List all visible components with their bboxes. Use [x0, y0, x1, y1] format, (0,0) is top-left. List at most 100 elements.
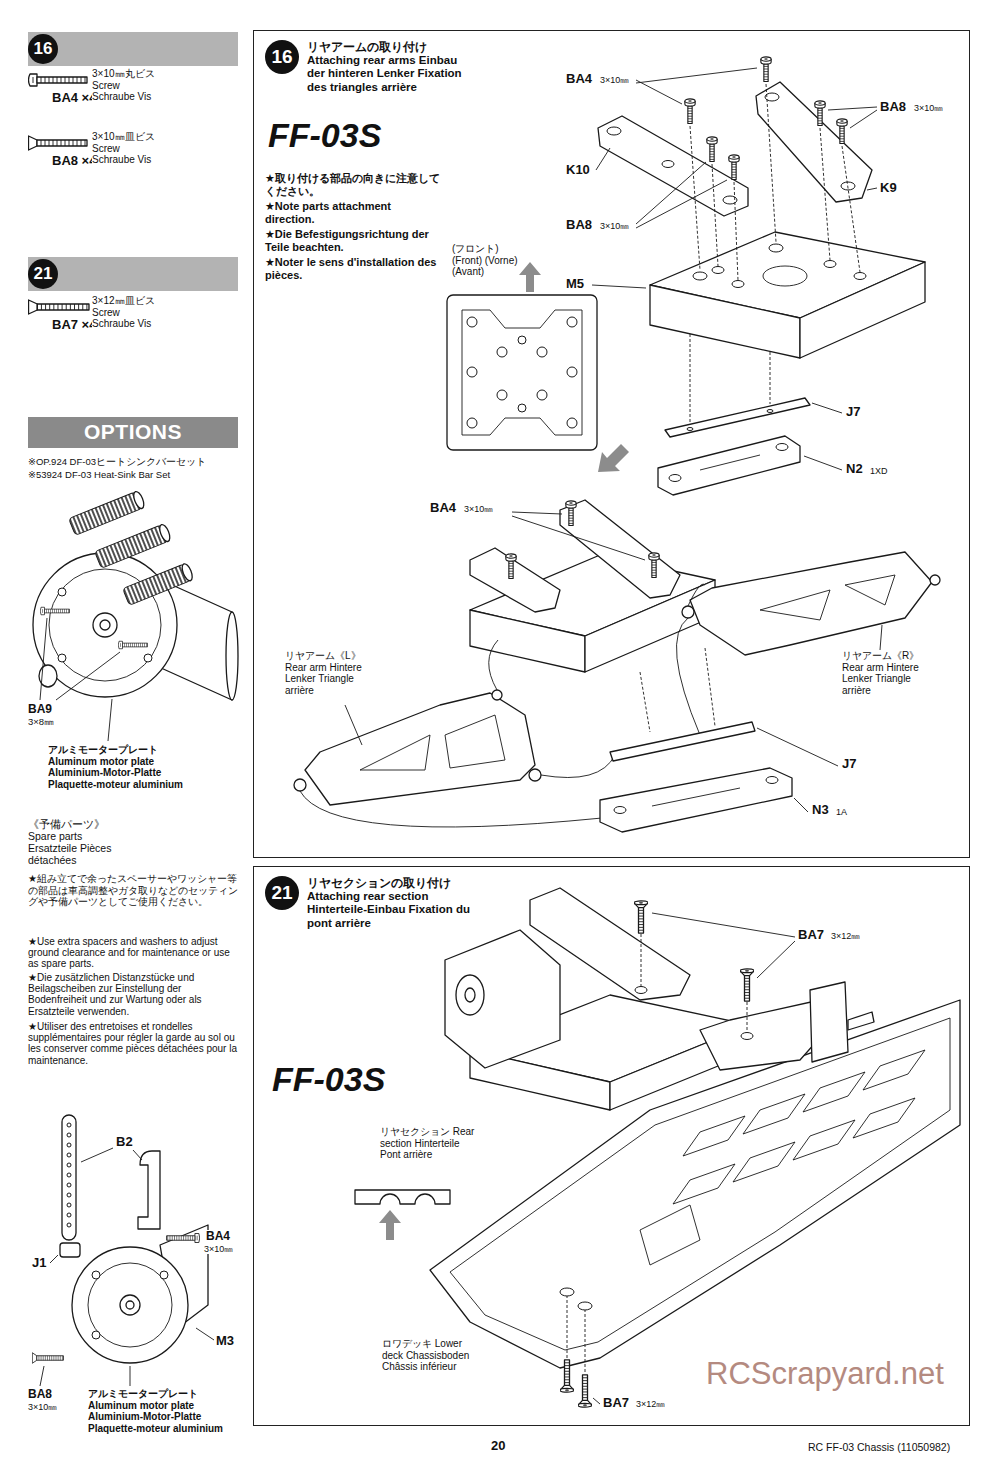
label-anchor: BA7 [603, 1396, 629, 1411]
label-anchor: 《予備パーツ》 Spare parts Ersatzteile Pièces d… [28, 818, 120, 866]
part-marking: 1XD [870, 466, 888, 476]
label-anchor: 3×12㎜皿ビス Screw Schraube Vis [92, 295, 156, 330]
label-anchor: ★Note parts attachment direction. [265, 200, 443, 225]
label-anchor: J7 [846, 405, 860, 420]
part-code: J7 [846, 405, 860, 420]
label-anchor: ★取り付ける部品の向きに注意してください。 [265, 172, 443, 197]
part-code: M5 [566, 277, 584, 292]
label-anchor: N3 [812, 803, 829, 818]
label-anchor: BA8 [566, 218, 592, 233]
part-spec: 3×12㎜皿ビス Screw Schraube Vis [92, 295, 156, 330]
part-code: BA4 [566, 72, 592, 87]
step-title: リヤセクションの取り付け Attaching rear section Hint… [307, 877, 472, 930]
options-bar: OPTIONS [28, 417, 238, 448]
manual-footer: RC FF-03 Chassis (11050982) [808, 1441, 950, 1453]
label-anchor: ★Die zusätzlichen Distanzstücke und Beil… [28, 972, 240, 1017]
part-name: リヤアーム《L》 Rear arm Hintere Lenker Triangl… [285, 650, 367, 696]
label-anchor: FF-03S [272, 1060, 385, 1099]
label-anchor: BA8 ×4 [52, 154, 96, 169]
label-anchor: BA9 [28, 703, 52, 717]
label-anchor: アルミモータープレート Aluminum motor plate Alumini… [48, 744, 193, 790]
label-anchor: 3×10㎜ [600, 221, 629, 231]
part-name: アルミモータープレート Aluminum motor plate Alumini… [48, 744, 193, 790]
direction-label: (フロント) (Front) (Vorne) (Avant) [452, 243, 518, 278]
label-anchor: リヤアーム《L》 Rear arm Hintere Lenker Triangl… [285, 650, 367, 696]
label-anchor: ※53924 DF-03 Heat-Sink Bar Set [28, 470, 170, 481]
note-text: ★組み立てで余ったスペーサーやワッシャー等の部品は車高調整やガタ取りなどのセッテ… [28, 873, 240, 908]
part-size: 3×8㎜ [28, 717, 54, 728]
watermark: RCScrapyard.net [706, 1356, 944, 1392]
label-anchor: BA4 ×4 [52, 91, 96, 106]
part-size: 3×10㎜ [28, 1402, 57, 1412]
option-note: ※OP.924 DF-03ヒートシンクバーセット [28, 457, 206, 468]
part-spec: 3×10㎜皿ビス Screw Schraube Vis [92, 131, 156, 166]
part-code: M3 [216, 1334, 234, 1349]
options-heading: OPTIONS [84, 420, 182, 444]
label-anchor: ロワデッキ Lower deck Chassisboden Châssis in… [382, 1338, 482, 1373]
label-anchor: 1XD [870, 466, 888, 476]
label-anchor: J1 [32, 1256, 46, 1271]
note-text: ★Die zusätzlichen Distanzstücke und Beil… [28, 972, 240, 1017]
model-badge: FF-03S [272, 1060, 385, 1099]
label-anchor: K10 [566, 163, 590, 178]
label-anchor: M3 [216, 1334, 234, 1349]
step-title: リヤアームの取り付け Attaching rear arms Einbau de… [307, 41, 472, 94]
part-name: リヤアーム《R》 Rear arm Hintere Lenker Triangl… [842, 650, 924, 696]
label-anchor: リヤアーム《R》 Rear arm Hintere Lenker Triangl… [842, 650, 924, 696]
label-anchor: BA7 [798, 928, 824, 943]
label-anchor: 3×10㎜丸ビス Screw Schraube Vis [92, 68, 156, 103]
step-number: 16 [28, 34, 58, 64]
part-code: N2 [846, 462, 863, 477]
step-number: 16 [265, 40, 299, 74]
label-anchor: 1A [836, 807, 847, 817]
part-name: ロワデッキ Lower deck Chassisboden Châssis in… [382, 1338, 482, 1373]
label-anchor: 3×10㎜ [464, 504, 493, 514]
label-anchor: ★Die Befestigungsrichtung der Teile beac… [265, 228, 443, 253]
note-text: ★Utiliser des entretoises et rondelles s… [28, 1021, 240, 1066]
part-code: BA4 ×4 [52, 91, 96, 106]
step-number: 21 [265, 876, 299, 910]
note-text: ★Die Befestigungsrichtung der Teile beac… [265, 228, 443, 253]
label-anchor: N2 [846, 462, 863, 477]
label-anchor: BA8 [28, 1388, 52, 1402]
part-spec: 3×10㎜丸ビス Screw Schraube Vis [92, 68, 156, 103]
part-code: J7 [842, 757, 856, 772]
label-anchor: B2 [116, 1135, 133, 1150]
part-name: リヤセクション Rear section Hinterteile Pont ar… [380, 1126, 480, 1161]
part-code: BA4 [206, 1230, 230, 1244]
part-size: 3×10㎜ [464, 504, 493, 514]
part-code: BA8 [880, 100, 906, 115]
part-name: アルミモータープレート Aluminum motor plate Alumini… [88, 1388, 233, 1434]
label-anchor: BA4 [206, 1230, 230, 1244]
label-anchor: BA4 [566, 72, 592, 87]
part-code: K10 [566, 163, 590, 178]
page-number: 20 [491, 1439, 505, 1454]
label-anchor: ※OP.924 DF-03ヒートシンクバーセット [28, 457, 206, 468]
part-marking: 1A [836, 807, 847, 817]
option-note: ※53924 DF-03 Heat-Sink Bar Set [28, 470, 170, 481]
part-code: BA7 ×4 [52, 318, 96, 333]
label-anchor: ★組み立てで余ったスペーサーやワッシャー等の部品は車高調整やガタ取りなどのセッテ… [28, 873, 240, 908]
part-size: 3×10㎜ [600, 221, 629, 231]
part-code: BA7 [798, 928, 824, 943]
label-anchor: 3×10㎜ [600, 75, 629, 85]
part-code: BA9 [28, 703, 52, 717]
step-panel: 21リヤセクションの取り付け Attaching rear section Hi… [253, 866, 970, 1426]
part-size: 3×10㎜ [914, 103, 943, 113]
step-number: 21 [28, 259, 58, 289]
label-anchor: 3×10㎜ [28, 1402, 57, 1412]
label-anchor: 3×8㎜ [28, 717, 54, 728]
part-code: BA8 [28, 1388, 52, 1402]
label-anchor: M5 [566, 277, 584, 292]
label-anchor: 3×10㎜ [204, 1244, 233, 1254]
part-code: BA8 [566, 218, 592, 233]
label-anchor: ★Noter le sens d'installation des pièces… [265, 256, 443, 281]
label-anchor: ★Utiliser des entretoises et rondelles s… [28, 1021, 240, 1066]
part-size: 3×12㎜ [636, 1399, 665, 1409]
part-size: 3×10㎜ [600, 75, 629, 85]
step-bar: 16 [28, 32, 238, 66]
label-anchor: RCScrapyard.net [706, 1356, 944, 1392]
label-anchor: FF-03S [268, 116, 381, 155]
